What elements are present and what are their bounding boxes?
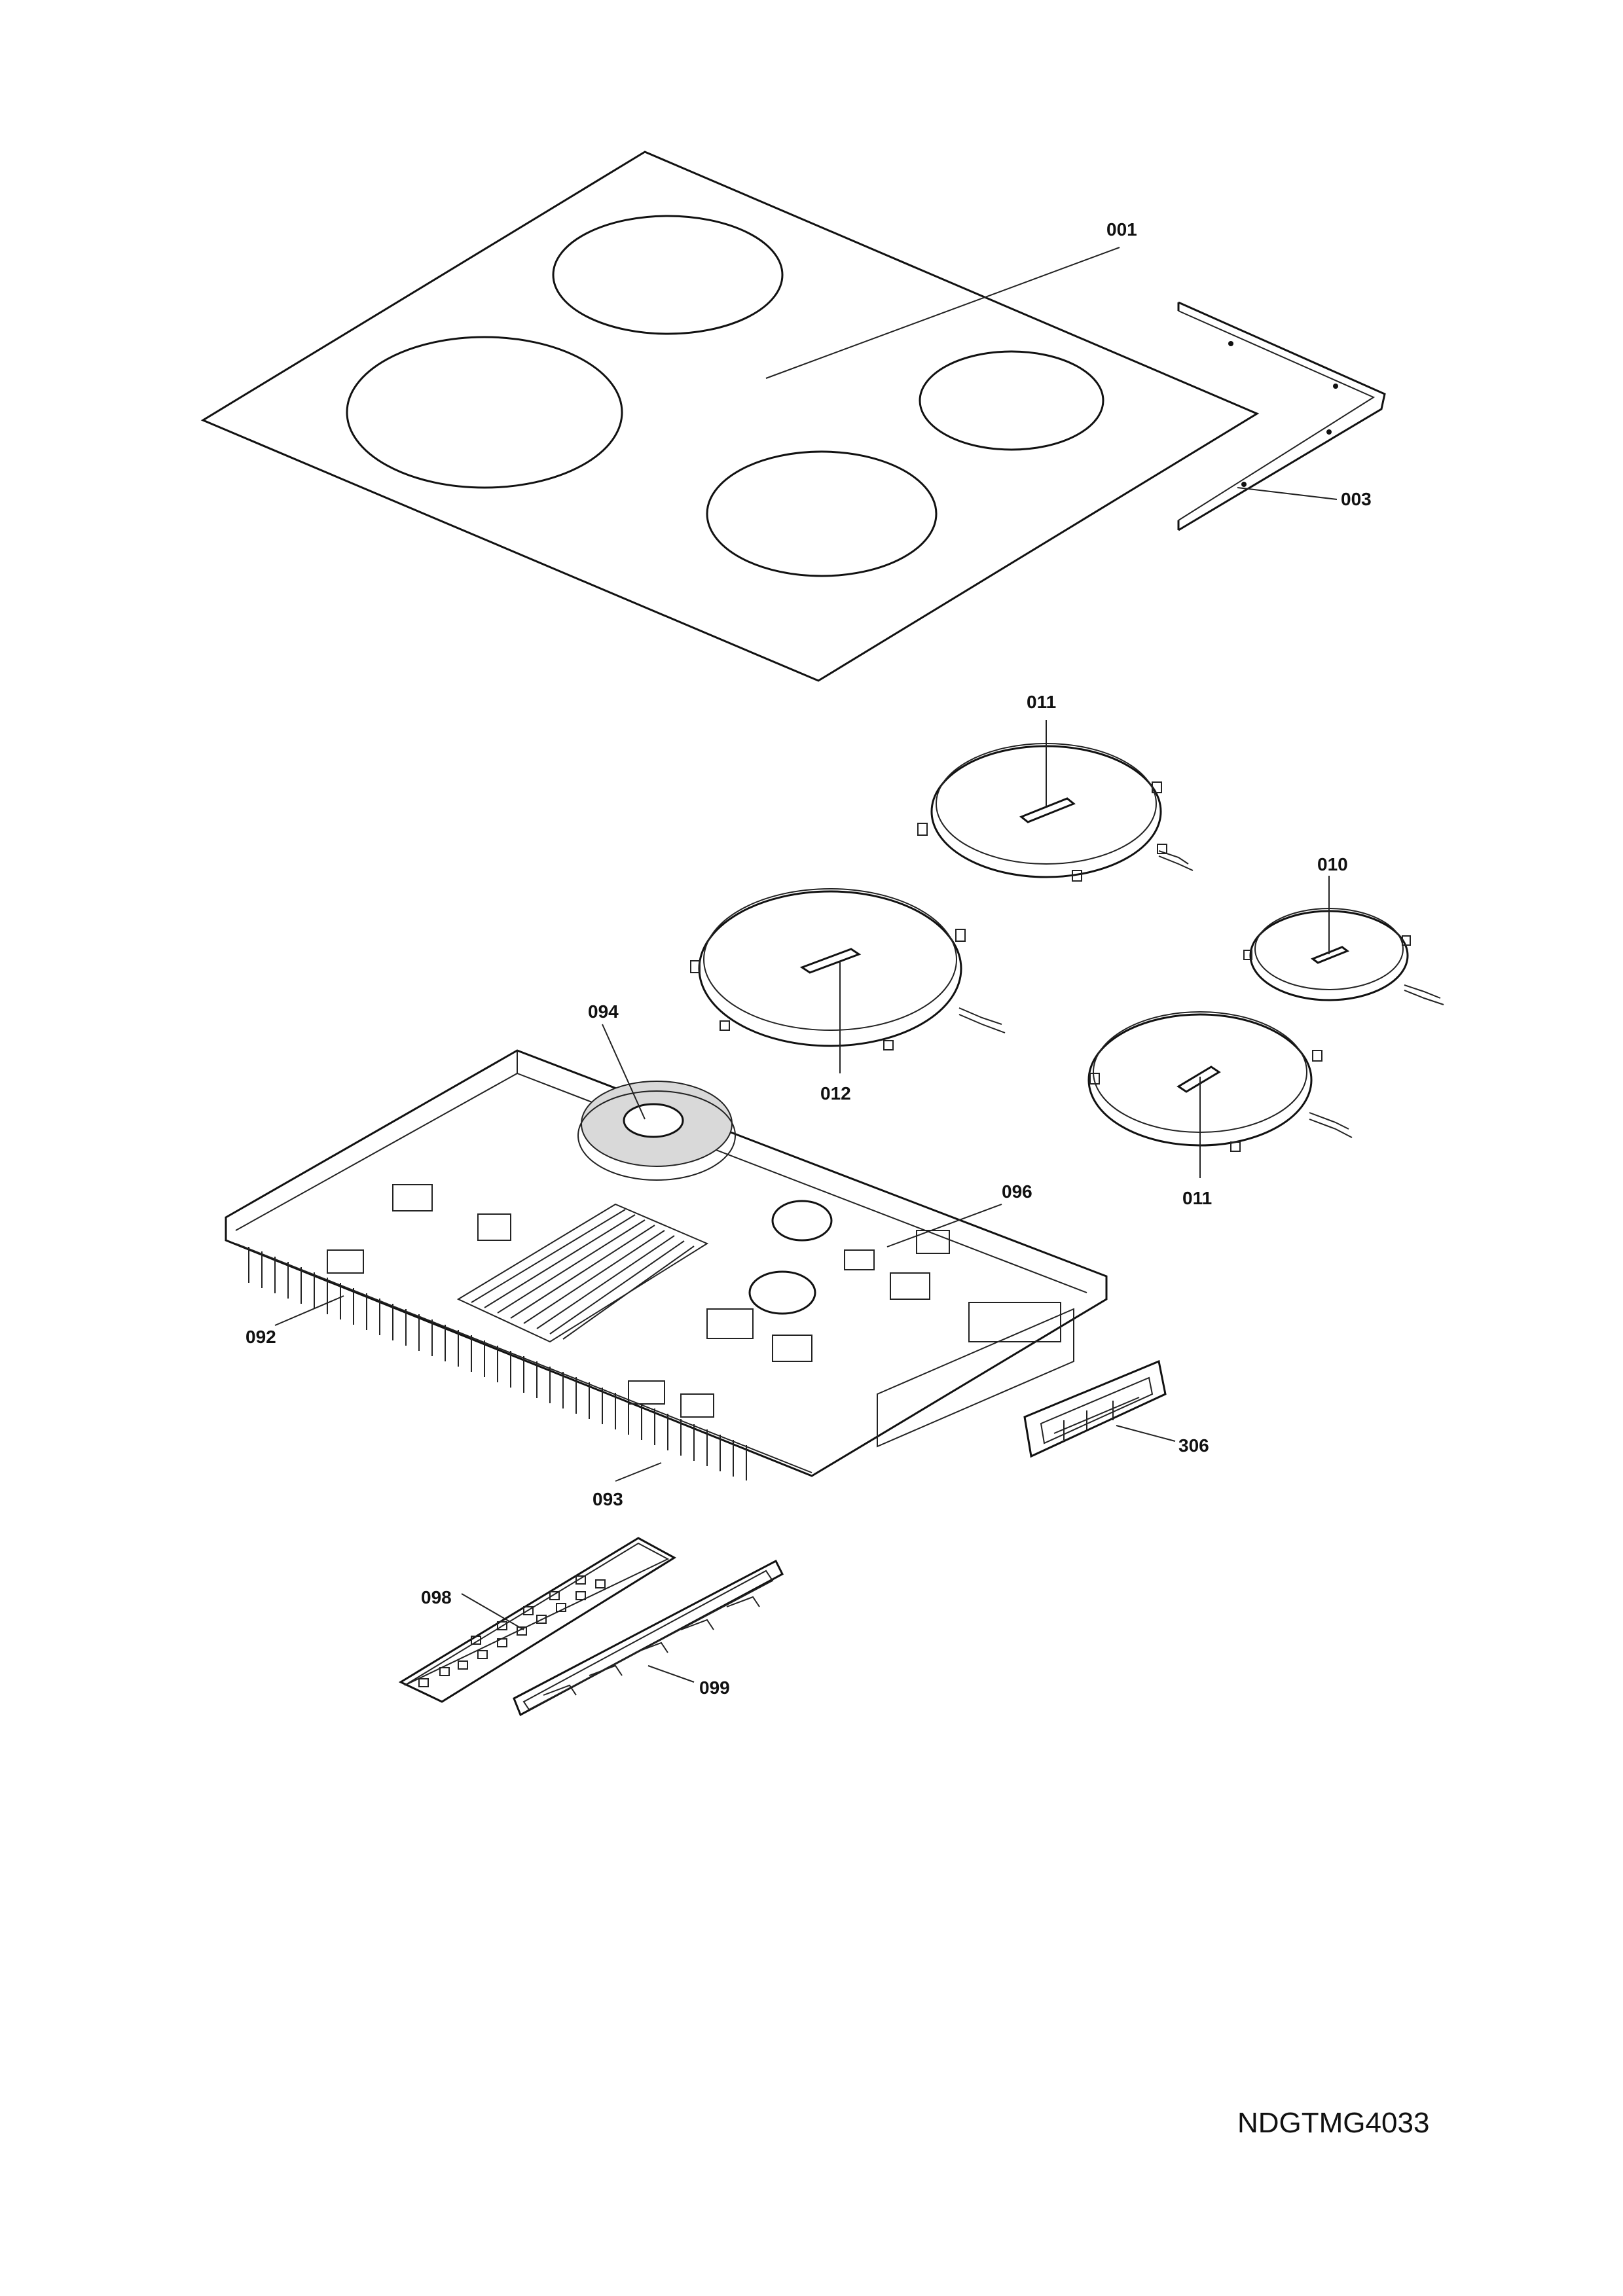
control-board-part xyxy=(398,1537,676,1703)
label-011-upper: 011 xyxy=(1027,692,1056,712)
label-003: 003 xyxy=(1341,489,1372,509)
heat-sink-fins xyxy=(235,1243,812,1480)
induction-coil-large xyxy=(690,888,1006,1073)
label-092: 092 xyxy=(246,1327,276,1347)
induction-coil-upper xyxy=(917,720,1194,882)
label-099: 099 xyxy=(699,1677,730,1698)
label-098: 098 xyxy=(421,1587,452,1607)
leader-003 xyxy=(1237,487,1338,500)
base-housing-assembly xyxy=(225,1024,1108,1482)
label-096: 096 xyxy=(1002,1181,1032,1202)
cooking-zone-front-left xyxy=(346,336,623,489)
leader-093 xyxy=(615,1462,662,1482)
frame-strip-part xyxy=(1177,301,1386,531)
leader-099 xyxy=(647,1665,695,1683)
label-306: 306 xyxy=(1178,1435,1209,1456)
leader-098 xyxy=(461,1593,524,1630)
leader-001 xyxy=(765,247,1120,379)
label-093: 093 xyxy=(593,1489,623,1509)
label-001: 001 xyxy=(1106,219,1137,240)
terminal-block-part xyxy=(1023,1359,1176,1458)
induction-coil-small xyxy=(1243,876,1444,1005)
cooking-zone-front-right xyxy=(706,450,938,577)
cooking-zone-rear-left xyxy=(552,215,784,335)
drawing-code: NDGTMG4033 xyxy=(1237,2107,1429,2139)
label-094: 094 xyxy=(588,1001,619,1022)
label-012: 012 xyxy=(820,1083,851,1103)
label-010: 010 xyxy=(1317,854,1348,874)
leader-096 xyxy=(886,1204,1002,1247)
induction-coil-lower xyxy=(1087,1011,1353,1178)
label-011-lower: 011 xyxy=(1182,1188,1212,1208)
leader-094 xyxy=(602,1024,646,1120)
leader-306 xyxy=(1116,1425,1176,1442)
keyboard-frame-part xyxy=(513,1559,784,1717)
cooking-zone-rear-right xyxy=(919,350,1104,451)
glass-top-part xyxy=(200,151,1260,682)
leader-092 xyxy=(274,1295,344,1326)
